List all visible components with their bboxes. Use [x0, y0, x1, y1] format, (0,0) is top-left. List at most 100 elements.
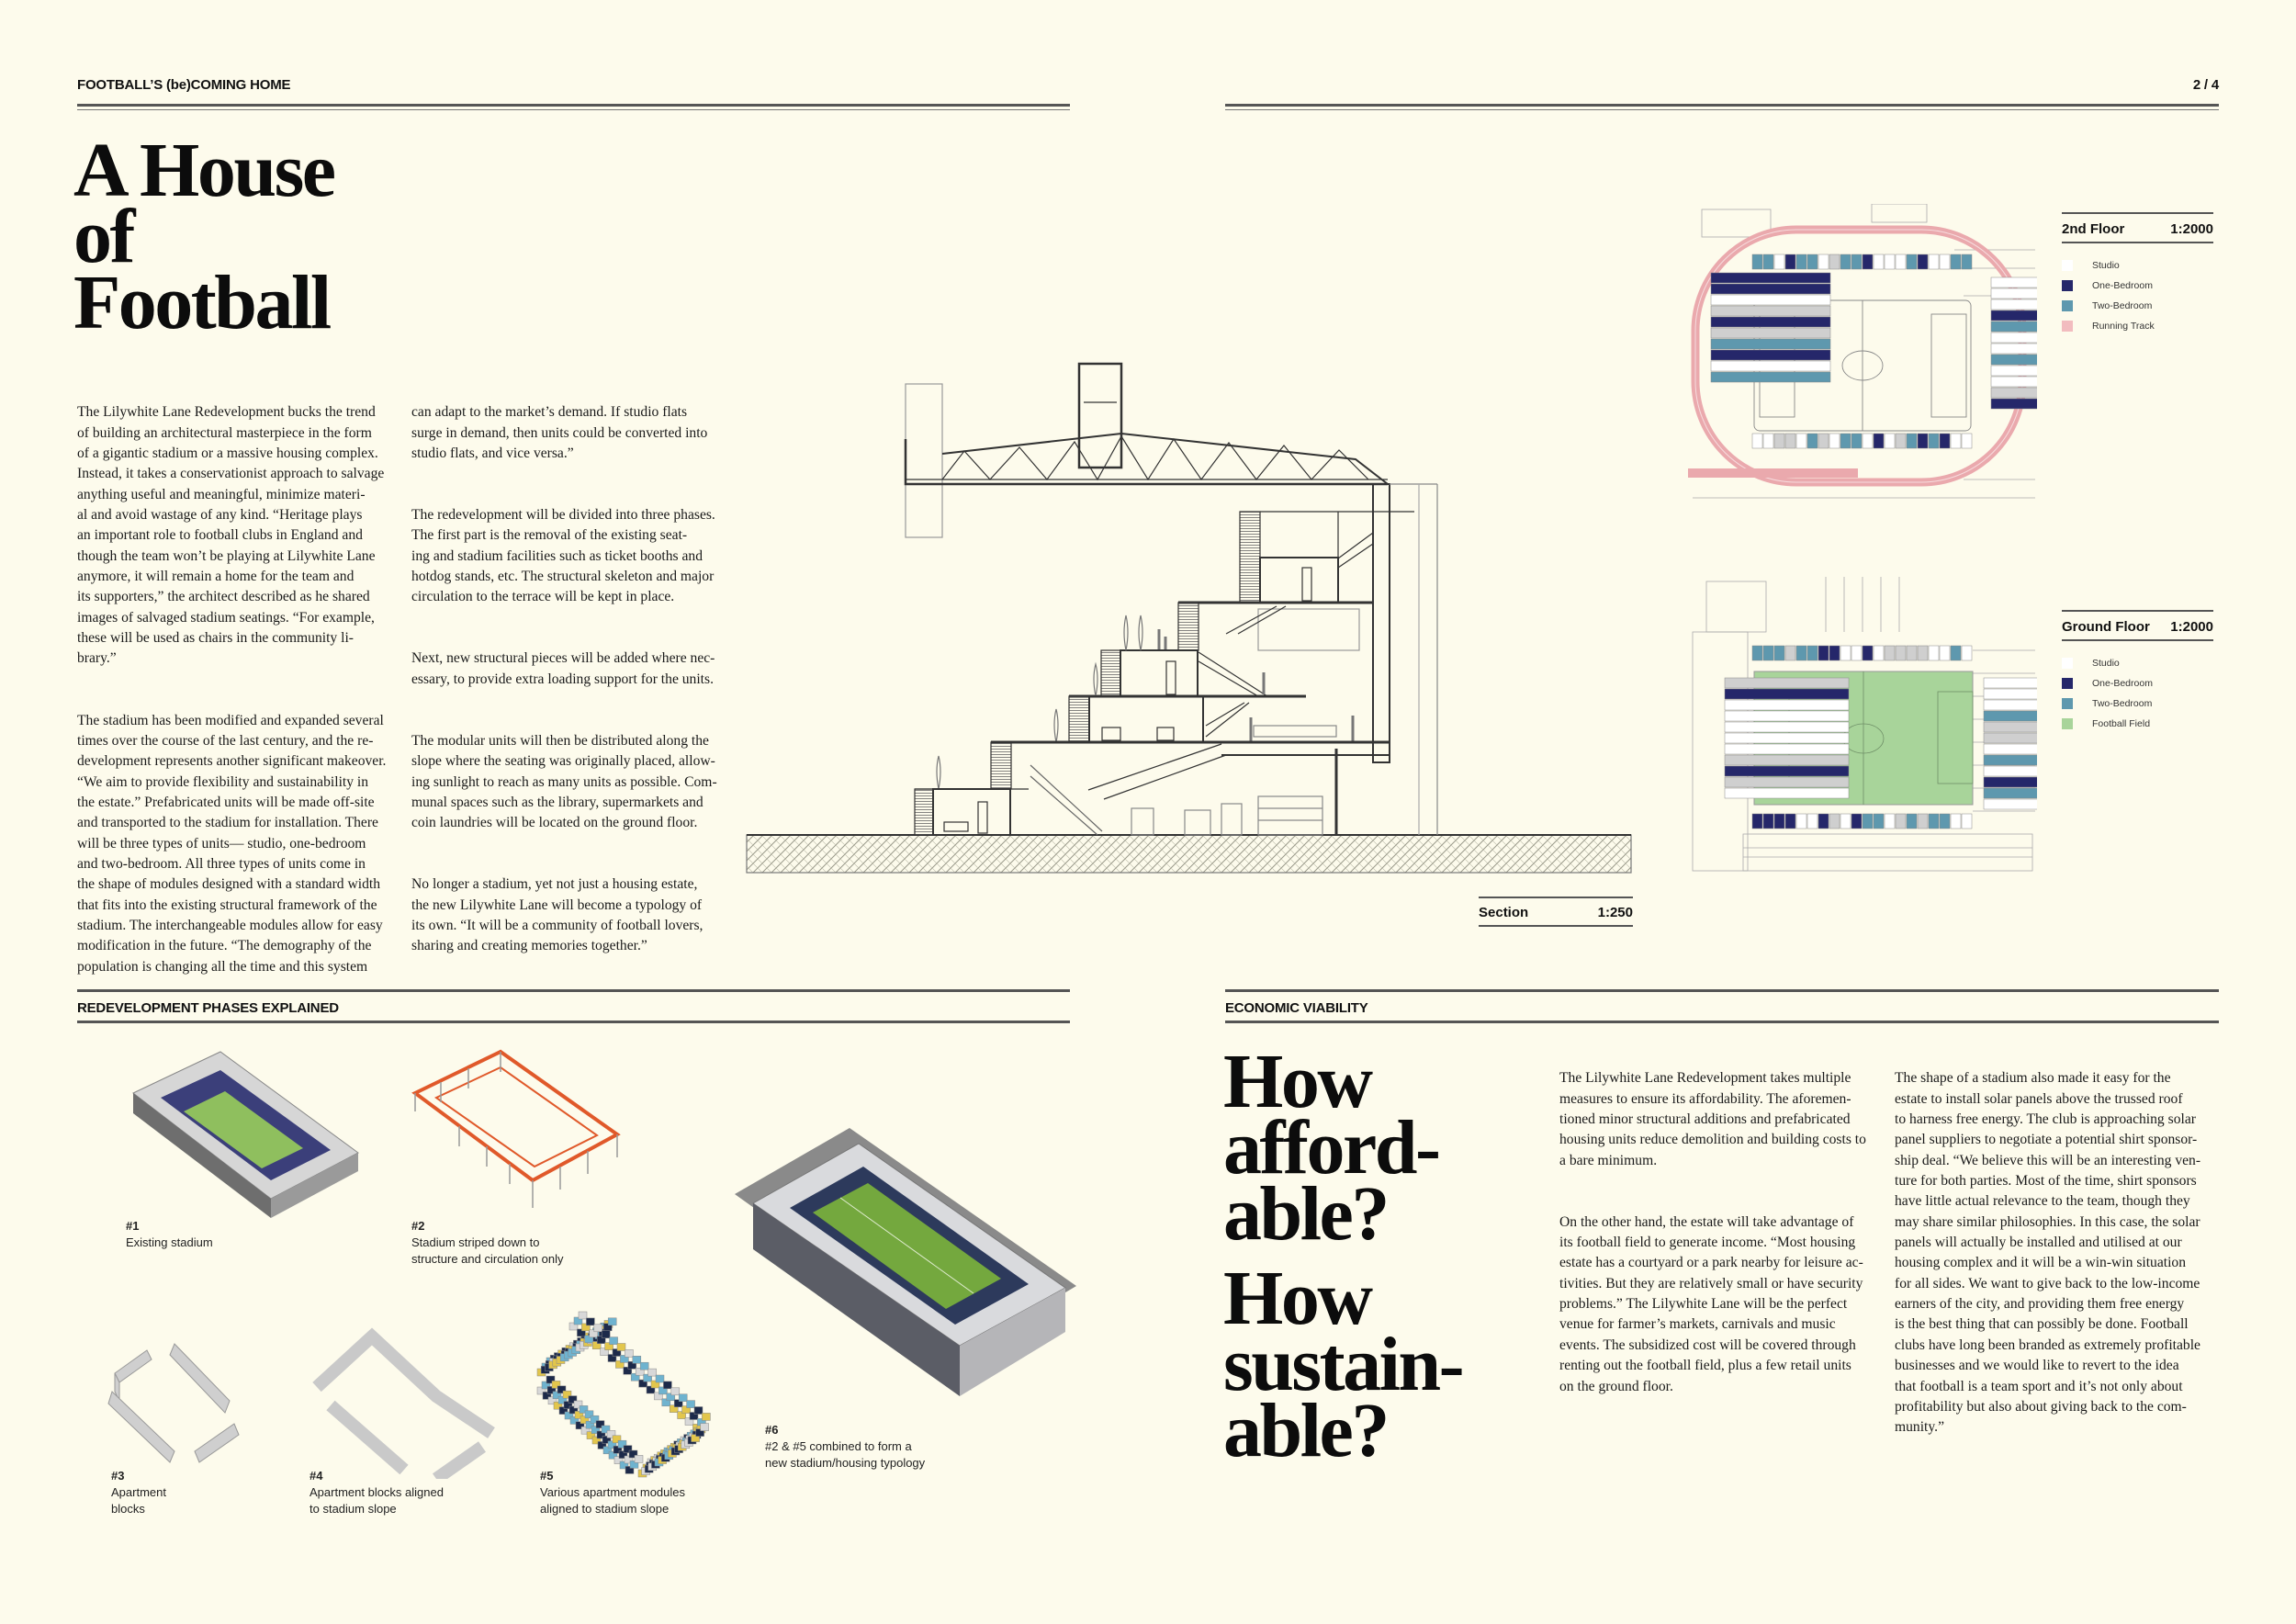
housing-unit [1724, 732, 1850, 744]
housing-unit [1990, 321, 2037, 333]
housing-unit [635, 1367, 645, 1376]
housing-unit [1795, 254, 1807, 270]
housing-unit [562, 1390, 572, 1399]
housing-unit [616, 1343, 626, 1351]
housing-unit [1983, 798, 2037, 810]
housing-unit [551, 1381, 561, 1389]
phase-5-modules-illustration [536, 1311, 711, 1478]
housing-unit [595, 1420, 605, 1428]
housing-unit [1895, 433, 1907, 449]
header-rule-left [77, 104, 1070, 107]
housing-unit [547, 1396, 557, 1405]
housing-unit [666, 1393, 676, 1402]
economy-column-1: The Lilywhite Lane Redevelopment takes m… [1559, 1048, 1899, 1438]
housing-unit [607, 1440, 617, 1449]
housing-unit [1784, 645, 1796, 661]
housing-unit [1928, 254, 1940, 270]
header-rule-right [1225, 104, 2219, 107]
housing-unit [553, 1401, 563, 1410]
housing-unit [607, 1354, 617, 1362]
housing-unit [646, 1385, 656, 1394]
housing-unit [684, 1417, 694, 1426]
housing-unit [632, 1356, 642, 1364]
housing-unit [584, 1335, 594, 1344]
header-rule-right-thin [1225, 109, 2219, 110]
housing-unit [1795, 813, 1807, 829]
legend-item-running-track: Running Track [2062, 321, 2155, 333]
section-scale: 1:250 [1597, 905, 1633, 920]
phase-1-stadium-illustration [132, 1051, 359, 1218]
housing-unit [1983, 732, 2037, 744]
housing-unit [1829, 433, 1840, 449]
housing-unit [1795, 645, 1807, 661]
housing-unit [1895, 645, 1907, 661]
housing-unit [1710, 360, 1831, 372]
housing-unit [1990, 288, 2037, 299]
economy-heading: ECONOMIC VIABILITY [1225, 1000, 1368, 1016]
housing-unit [1895, 254, 1907, 270]
housing-unit [575, 1421, 585, 1430]
housing-unit [1917, 433, 1929, 449]
housing-unit [639, 1361, 649, 1370]
housing-unit [557, 1395, 568, 1404]
legend-item-one-bedroom: One-Bedroom [2062, 280, 2153, 292]
ground-hatch [746, 834, 1632, 874]
economy-rule-bottom [1225, 1021, 2219, 1023]
housing-unit [1784, 813, 1796, 829]
housing-unit [607, 1317, 617, 1326]
housing-unit [661, 1398, 671, 1407]
housing-unit [1829, 645, 1840, 661]
housing-unit [584, 1410, 594, 1419]
housing-unit [1724, 754, 1850, 766]
housing-unit [1939, 645, 1951, 661]
housing-unit [1939, 254, 1951, 270]
legend-item-studio: Studio [2062, 658, 2120, 670]
housing-unit [1983, 787, 2037, 799]
header-rule-left-thin [77, 109, 1070, 110]
housing-unit [1840, 433, 1851, 449]
housing-unit [1724, 787, 1850, 799]
housing-unit [618, 1450, 628, 1459]
housing-unit [650, 1380, 660, 1389]
housing-unit [702, 1413, 711, 1421]
paragraph: The stadium has been modified and expand… [77, 712, 387, 975]
housing-unit [546, 1375, 556, 1384]
housing-unit [574, 1411, 584, 1419]
housing-unit [1928, 813, 1940, 829]
housing-unit [1990, 365, 2037, 377]
housing-unit [1983, 754, 2037, 766]
housing-unit [1961, 254, 1973, 270]
housing-unit [1862, 813, 1874, 829]
housing-unit [586, 1431, 596, 1439]
housing-unit [1928, 433, 1940, 449]
housing-unit [590, 1415, 600, 1424]
housing-unit [606, 1430, 616, 1438]
housing-unit [658, 1386, 668, 1395]
housing-unit [596, 1430, 606, 1439]
housing-unit [568, 1395, 578, 1404]
housing-unit [1917, 813, 1929, 829]
housing-unit [669, 1404, 679, 1413]
housing-unit [1751, 645, 1763, 661]
housing-unit [1983, 743, 2037, 755]
housing-unit [693, 1406, 703, 1415]
section-caption: Section 1:250 [1479, 905, 1633, 920]
legend-second-floor: 2nd Floor 1:2000 Studio One-Bedroom Two-… [2062, 212, 2213, 341]
housing-unit [1862, 433, 1874, 449]
housing-unit [1873, 254, 1885, 270]
legend-ground-floor: Ground Floor 1:2000 Studio One-Bedroom T… [2062, 610, 2213, 739]
paragraph: Next, new structural pieces will be adde… [411, 650, 715, 687]
housing-unit [1917, 254, 1929, 270]
housing-unit [634, 1455, 644, 1463]
housing-unit [678, 1393, 688, 1402]
phase-2-structure-illustration [411, 1049, 621, 1208]
housing-unit [673, 1399, 683, 1407]
article-column-2: can adapt to the market’s demand. If stu… [411, 382, 751, 998]
housing-unit [1724, 743, 1850, 755]
housing-unit [1806, 254, 1818, 270]
housing-unit [1773, 433, 1785, 449]
second-floor-plan [1688, 204, 2037, 499]
housing-unit [1906, 645, 1918, 661]
